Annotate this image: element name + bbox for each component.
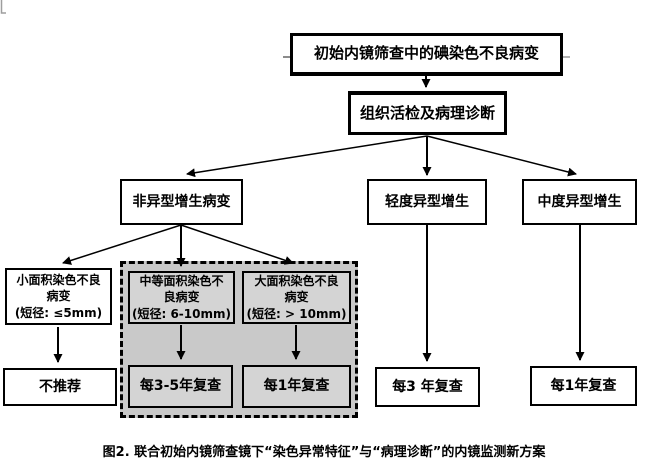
- cropped-frame-fragment: [0, 0, 6, 14]
- node-review-3-5-years: 每3-5年复查: [128, 365, 233, 408]
- node-moderate-dysplasia: 中度异型增生: [522, 179, 637, 225]
- arrow-nondysplastic-to-large: [180, 224, 294, 265]
- node-small-area-lesion: 小面积染色不良 病变 (短径: ≤5mm): [5, 268, 112, 325]
- node-non-dysplastic: 非异型增生病变: [120, 179, 243, 225]
- node-mild-dysplasia: 轻度异型增生: [367, 179, 487, 225]
- node-not-recommended: 不推荐: [3, 368, 117, 406]
- node-review-1-year-large: 每1年复查: [242, 365, 351, 408]
- node-review-3-years: 每3 年复查: [375, 367, 480, 407]
- node-biopsy-pathology: 组织活检及病理诊断: [348, 91, 507, 135]
- node-initial-screening: 初始内镜筛查中的碘染色不良病变: [290, 33, 563, 76]
- node-review-1-year-moderate: 每1年复查: [530, 366, 637, 406]
- arrow-biopsy-to-nondysplastic: [186, 135, 428, 178]
- node-large-area-lesion: 大面积染色不良 病变 (短径: > 10mm): [242, 271, 351, 324]
- node-medium-area-lesion: 中等面积染色不 良病变 (短径: 6-10mm): [128, 271, 235, 324]
- arrow-biopsy-to-moderate: [426, 135, 577, 177]
- arrow-nondysplastic-to-small: [62, 224, 182, 265]
- figure-caption: 图2. 联合初始内镜筛查镜下“染色异常特征”与“病理诊断”的内镜监测新方案: [102, 445, 546, 460]
